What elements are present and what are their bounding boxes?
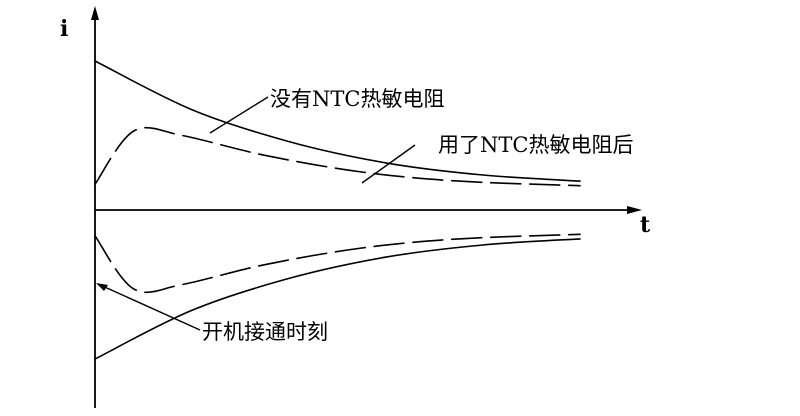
- annotation-power-on: 开机接通时刻: [202, 320, 328, 344]
- x-axis-label: t: [640, 212, 651, 238]
- y-axis-arrowhead: [91, 6, 99, 20]
- annotation-with-ntc: 用了NTC热敏电阻后: [438, 133, 633, 157]
- chart-series: [94, 60, 581, 360]
- annotation-no-ntc: 没有NTC热敏电阻: [270, 87, 444, 111]
- annotation-leader-power-on: [97, 283, 201, 331]
- curve-with-ntc-lower: [94, 233, 581, 294]
- annotation-leader-no-ntc: [209, 96, 269, 134]
- annotation-arrowhead-power-on: [96, 283, 108, 291]
- curve-with-ntc-upper: [94, 126, 581, 187]
- curve-no-ntc-lower: [94, 238, 581, 360]
- x-axis-arrowhead: [627, 206, 642, 214]
- annotation-leader-with-ntc: [361, 144, 416, 184]
- y-axis-label: i: [60, 16, 68, 42]
- curve-no-ntc-upper: [94, 60, 581, 182]
